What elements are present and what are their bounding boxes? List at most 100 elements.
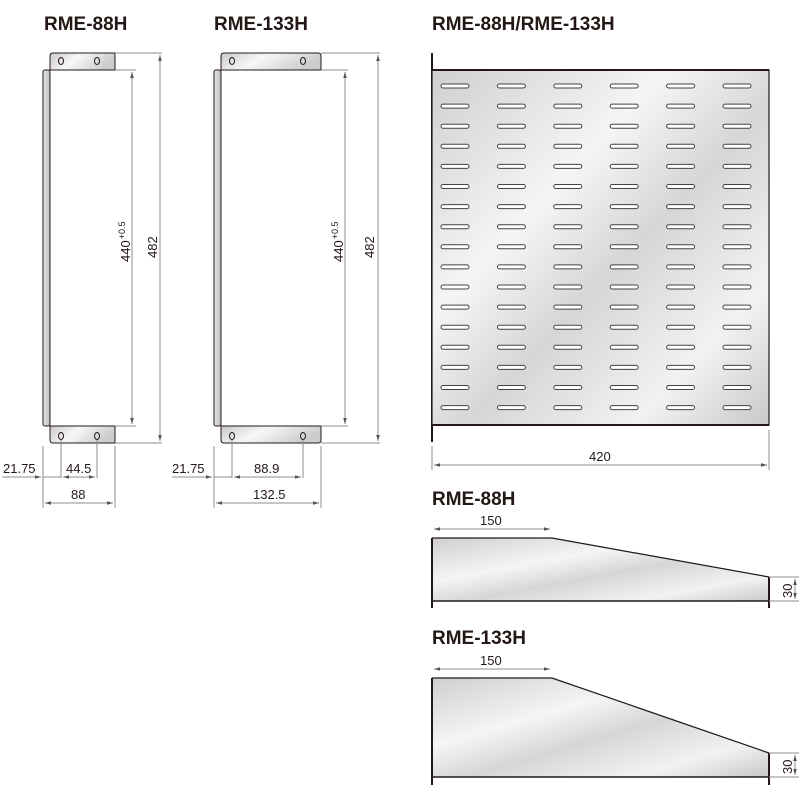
slot-icon [440,385,470,390]
dim-value: 440 [118,240,133,262]
side-88h-flat-length: 150 [480,513,502,528]
slot-icon [609,143,639,149]
slot-icon [553,224,583,230]
dim-tolerance: +0.5 [117,221,127,240]
slot-icon [609,385,639,390]
slot-icon [553,304,583,310]
slot-icon [722,344,752,350]
slot-icon [666,324,696,330]
slot-icon [440,244,470,250]
slot-icon [722,103,752,109]
side-88h-title: RME-88H [432,489,516,510]
slot-icon [440,324,470,330]
shelf-top-view [431,53,770,470]
slot-icon [609,83,639,89]
slot-icon [553,244,583,250]
slot-icon [609,344,639,350]
slot-icon [440,83,470,89]
slot-icon [609,324,639,330]
slot-icon [553,405,583,411]
slot-icon [440,284,470,290]
bracket-88h-view [2,52,162,508]
slot-icon [553,324,583,330]
side-profile-88h [431,527,799,608]
slot-icon [666,143,696,149]
slot-icon [440,123,470,129]
slot-icon [666,224,696,230]
slot-icon [553,184,583,189]
slot-icon [666,184,696,189]
dim-value: 440 [331,240,346,262]
slot-icon [440,224,470,230]
slot-icon [496,123,526,129]
bracket-133h-offset: 21.75 [172,461,205,476]
slot-icon [553,264,583,270]
slot-icon [553,143,583,149]
side-profile-133h [431,667,799,785]
slot-icon [722,83,752,89]
slot-icon [496,163,526,169]
slot-icon [440,163,470,169]
slot-icon [496,344,526,350]
bracket-88h-title: RME-88H [44,14,128,35]
slot-icon [722,244,752,250]
slot-icon [722,123,752,129]
slot-icon [553,123,583,129]
shelf-depth: 420 [589,449,611,464]
slot-icon [496,83,526,89]
slot-icon [666,103,696,109]
bracket-133h-outer-height: 482 [362,236,377,258]
bracket-88h-offset: 21.75 [3,461,36,476]
slot-icon [440,184,470,189]
slot-icon [609,264,639,270]
bracket-133h-hole-pitch: 88.9 [254,461,280,476]
slot-icon [496,385,526,390]
slot-icon [496,324,526,330]
slot-icon [609,123,639,129]
slot-icon [666,83,696,89]
bracket-133h-width: 132.5 [253,487,286,502]
slot-icon [722,184,752,189]
slot-icon [609,184,639,189]
slot-icon [666,284,696,290]
side-133h-lip-height: 30 [780,759,795,774]
bracket-133h-inner-height: 440+0.5 [330,222,346,262]
slot-icon [553,103,583,109]
slot-icon [722,304,752,310]
slot-icon [666,163,696,169]
bracket-88h-inner-height: 440+0.5 [117,221,133,262]
slot-icon [666,304,696,310]
side-133h-flat-length: 150 [480,653,502,668]
slot-icon [496,364,526,370]
slot-icon [440,344,470,350]
slot-icon [496,103,526,109]
bracket-133h-title: RME-133H [214,14,308,35]
slot-icon [722,385,752,390]
slot-icon [666,264,696,270]
slot-icon [609,284,639,290]
slot-icon [666,344,696,350]
slot-icon [496,143,526,149]
slot-icon [722,284,752,290]
slot-icon [496,184,526,189]
slot-icon [496,304,526,310]
slot-icon [496,405,526,411]
slot-icon [609,103,639,109]
slot-icon [553,83,583,89]
slot-icon [609,204,639,210]
slot-icon [553,344,583,350]
side-88h-lip-height: 30 [780,583,795,598]
slot-icon [666,204,696,210]
bracket-133h-view [172,52,380,508]
slot-icon [553,385,583,390]
slot-icon [666,123,696,129]
slot-icon [609,405,639,411]
slot-icon [553,284,583,290]
slot-icon [666,385,696,390]
slot-icon [496,284,526,290]
slot-icon [496,264,526,270]
slot-icon [440,364,470,370]
slot-icon [722,204,752,210]
slot-icon [496,244,526,250]
slot-icon [440,304,470,310]
